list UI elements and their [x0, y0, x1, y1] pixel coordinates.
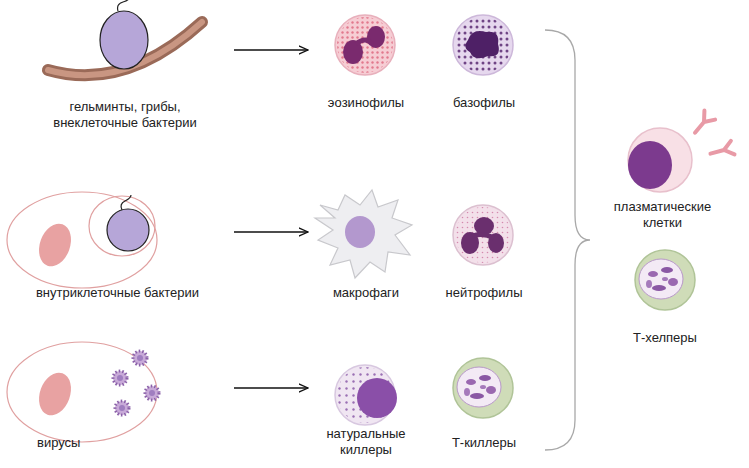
antibody: [709, 141, 735, 160]
neutrophil-cell: [472, 234, 494, 238]
infected-cell-viruses: [113, 371, 127, 385]
eosinophil-cell: [356, 40, 372, 44]
cell-label: плазматические клетки: [607, 199, 719, 231]
infected-cell-bacteria: [7, 192, 157, 288]
infected-cell-viruses: [7, 342, 159, 442]
t-helper-cell: [635, 250, 695, 310]
worm-and-bacterium: [48, 0, 202, 75]
cell-group: нейтрофилы: [432, 185, 536, 305]
cell-group: Т-хелперы: [610, 240, 720, 350]
cell-group: Т-киллеры: [432, 340, 536, 455]
infected-cell-bacteria: [7, 192, 157, 288]
cell-group: вирусы: [5, 330, 230, 455]
cell-group: внутриклеточные бактерии: [5, 180, 230, 305]
infected-cell-viruses: [119, 405, 125, 411]
macrophage-cell: [315, 190, 412, 278]
eosinophil-cell: [337, 17, 393, 73]
macrophage-cell: [345, 216, 375, 248]
cell-label: вирусы: [37, 435, 80, 451]
nk-cell: [335, 365, 397, 425]
cell-label: Т-хелперы: [633, 330, 697, 346]
infected-cell-bacteria: [89, 196, 155, 256]
basophil-cell: [465, 31, 498, 58]
infected-cell-viruses: [117, 355, 155, 411]
cell-label: Т-киллеры: [452, 435, 516, 451]
infected-cell-bacteria: [33, 219, 76, 271]
eosinophil-cell: [335, 15, 395, 75]
infected-cell-viruses: [115, 401, 129, 415]
cell-group: базофилы: [432, 5, 536, 115]
infected-cell-viruses: [113, 351, 159, 415]
antibody: [690, 111, 716, 138]
arrow: [234, 387, 308, 388]
infected-cell-bacteria: [107, 209, 149, 251]
t-helper-cell: [635, 250, 695, 310]
cell-group: макрофаги: [312, 185, 420, 305]
infected-cell-viruses: [133, 351, 147, 365]
plasma-cell: [628, 141, 672, 189]
cell-label: нейтрофилы: [446, 285, 523, 301]
antibody: [690, 111, 735, 161]
brace: [545, 30, 590, 450]
basophil-cell: [453, 15, 513, 75]
basophil-cell: [455, 17, 511, 73]
cell-label: базофилы: [453, 95, 515, 111]
cell-group: гельминты, грибы, внеклеточные бактерии: [20, 5, 230, 135]
cell-group: натуральные киллеры: [312, 340, 420, 462]
basophil-cell: [453, 15, 513, 75]
neutrophil-cell: [453, 205, 513, 265]
cell-label: гельминты, грибы, внеклеточные бактерии: [40, 99, 210, 131]
plasma-cell: [628, 128, 692, 192]
cell-label: макрофаги: [333, 285, 399, 301]
t-killer-cell: [453, 358, 513, 418]
macrophage-cell: [315, 190, 412, 278]
infected-cell-viruses: [145, 386, 159, 400]
infected-cell-viruses: [137, 355, 143, 361]
worm-and-bacterium: [118, 0, 130, 11]
infected-cell-viruses: [117, 375, 123, 381]
arrow: [234, 49, 308, 50]
nk-cell: [357, 378, 397, 418]
cell-group: эозинофилы: [312, 5, 420, 115]
plasma-cell: [628, 128, 692, 192]
eosinophil-cell: [335, 15, 395, 75]
infected-cell-viruses: [7, 342, 157, 442]
neutrophil-cell: [453, 205, 513, 265]
neutrophil-cell: [455, 207, 511, 263]
t-killer-cell: [453, 358, 513, 418]
cell-label: натуральные киллеры: [316, 426, 416, 458]
cell-label: эозинофилы: [328, 95, 404, 111]
cell-group: плазматические клетки: [603, 110, 723, 235]
arrow: [234, 231, 308, 232]
infected-cell-bacteria: [121, 195, 131, 210]
infected-cell-viruses: [149, 390, 155, 396]
worm-and-bacterium: [100, 11, 148, 69]
cell-label: внутриклеточные бактерии: [36, 285, 199, 301]
infected-cell-viruses: [33, 368, 76, 420]
